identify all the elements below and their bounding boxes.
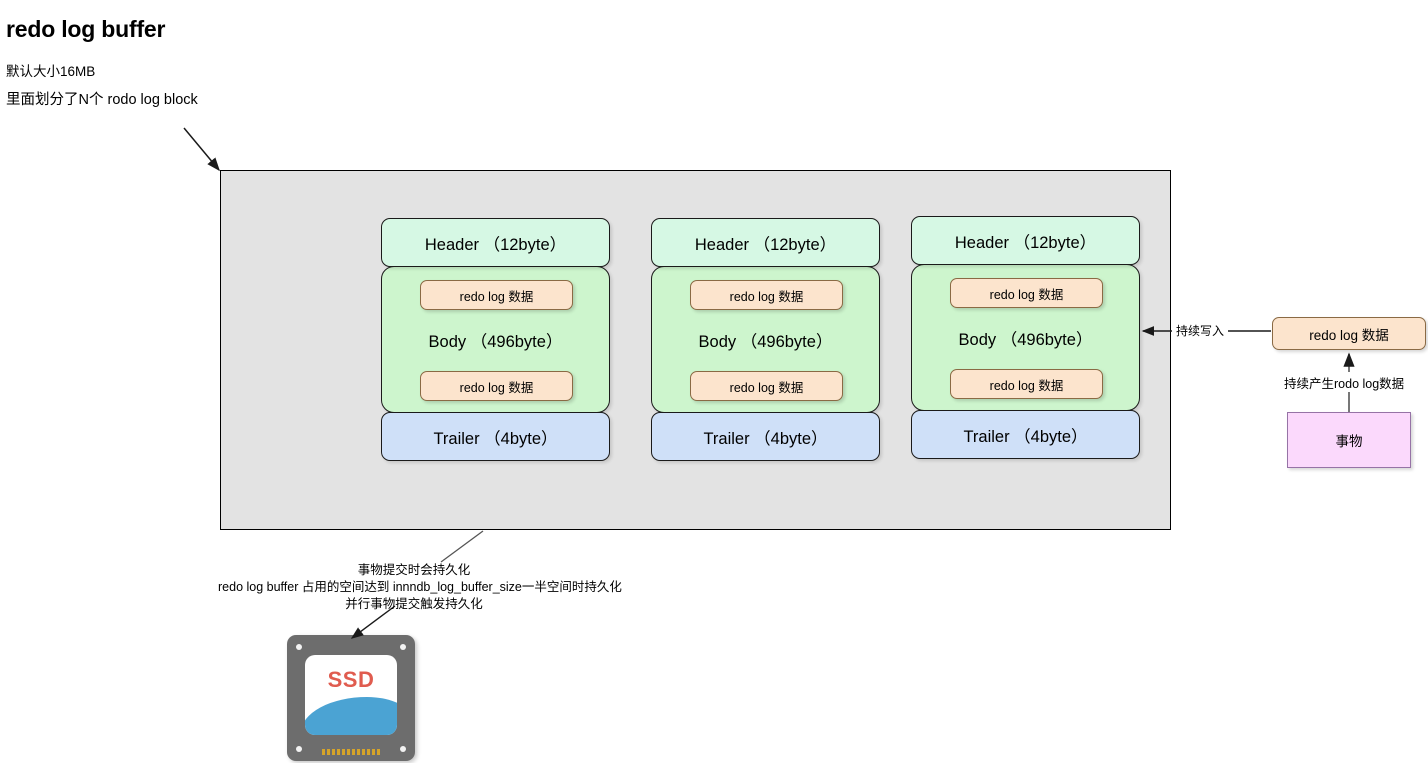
ssd-pin (372, 749, 375, 755)
subtitle-default-size: 默认大小16MB (6, 64, 96, 79)
ssd-screw-bottom-right (400, 746, 406, 752)
block-body-label-2: Body （496byte） (698, 333, 833, 351)
arrow-buffer-to-note (440, 530, 484, 563)
ssd-pin (322, 749, 325, 755)
ssd-label-plate: SSD (305, 655, 397, 735)
block-body-label-3: Body （496byte） (958, 331, 1093, 349)
ssd-pin (367, 749, 370, 755)
ssd-screw-top-right (400, 644, 406, 650)
ssd-wave-graphic (305, 697, 397, 735)
persistence-note-line-3: 并行事物提交触发持久化 (345, 597, 483, 611)
incoming-redo-log-data-box: redo log 数据 (1272, 317, 1426, 350)
block-body-1: redo log 数据 Body （496byte） redo log 数据 (381, 266, 610, 413)
ssd-pin (347, 749, 350, 755)
ssd-pin (377, 749, 380, 755)
arrow-title-to-buffer (183, 127, 220, 172)
block-header-2: Header （12byte） (651, 218, 880, 267)
block-header-3: Header （12byte） (911, 216, 1140, 265)
ssd-pin (337, 749, 340, 755)
ssd-pin (352, 749, 355, 755)
block-trailer-3: Trailer （4byte） (911, 410, 1140, 459)
ssd-screw-top-left (296, 644, 302, 650)
block-2-data-chip-bottom: redo log 数据 (690, 371, 843, 401)
block-trailer-1: Trailer （4byte） (381, 412, 610, 461)
block-3-data-chip-top: redo log 数据 (950, 278, 1103, 308)
block-1-data-chip-top: redo log 数据 (420, 280, 573, 310)
ssd-body: SSD (287, 635, 415, 761)
transaction-box: 事物 (1287, 412, 1411, 468)
page-title: redo log buffer (6, 16, 166, 42)
ssd-connector-pins (322, 749, 380, 755)
block-trailer-2: Trailer （4byte） (651, 412, 880, 461)
persistence-note-line-2: redo log buffer 占用的空间达到 innndb_log_buffe… (218, 580, 622, 594)
subtitle-block-division: 里面划分了N个 rodo log block (6, 92, 198, 108)
persistence-note-line-1: 事物提交时会持久化 (357, 563, 471, 577)
block-body-2: redo log 数据 Body （496byte） redo log 数据 (651, 266, 880, 413)
block-header-1: Header （12byte） (381, 218, 610, 267)
block-2-data-chip-top: redo log 数据 (690, 280, 843, 310)
ssd-pin (362, 749, 365, 755)
ssd-disk-icon: SSD (287, 635, 415, 761)
ssd-pin (332, 749, 335, 755)
ssd-screw-bottom-left (296, 746, 302, 752)
produce-continuous-arrow-label: 持续产生rodo log数据 (1282, 373, 1407, 392)
block-body-label-1: Body （496byte） (428, 333, 563, 351)
ssd-label-text: SSD (327, 667, 375, 692)
persistence-note: 事物提交时会持久化 redo log buffer 占用的空间达到 innndb… (218, 562, 622, 613)
block-1-data-chip-bottom: redo log 数据 (420, 371, 573, 401)
block-body-3: redo log 数据 Body （496byte） redo log 数据 (911, 264, 1140, 411)
ssd-pin (357, 749, 360, 755)
ssd-pin (342, 749, 345, 755)
write-continuous-arrow-label: 持续写入 (1175, 322, 1226, 339)
ssd-pin (327, 749, 330, 755)
block-3-data-chip-bottom: redo log 数据 (950, 369, 1103, 399)
